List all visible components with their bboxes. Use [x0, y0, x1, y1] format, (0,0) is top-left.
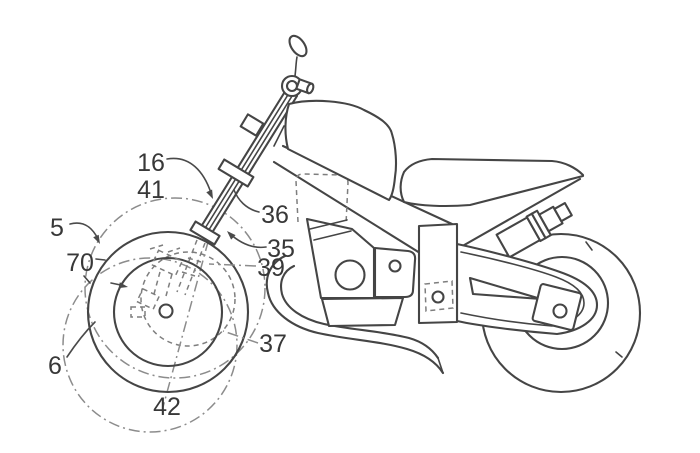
- pivot-hidden-bracket: [424, 280, 454, 312]
- engine-plate-bolt: [388, 259, 402, 273]
- ref-label-70: 70: [66, 249, 94, 277]
- front-tire-tick: [83, 275, 91, 284]
- handlebar-grip-end: [306, 82, 315, 95]
- fork-lower-bracket: [189, 220, 221, 246]
- fork-crossbar: [217, 158, 255, 188]
- exhaust: [265, 254, 445, 375]
- fork-inner-tube-line: [201, 91, 291, 233]
- leader-70-dash: [95, 258, 106, 261]
- seat-tail: [399, 157, 585, 254]
- leader-37: [222, 330, 259, 344]
- pivot-post-outline: [417, 222, 459, 325]
- cylinder-fin-line2: [313, 230, 352, 241]
- crankcase-circle: [334, 259, 366, 291]
- reference-circles: [62, 197, 266, 433]
- front-rim-circle: [112, 256, 224, 368]
- ref-label-6: 6: [48, 352, 62, 380]
- rear-tire-tick2: [615, 351, 623, 358]
- shock-absorber: [495, 202, 573, 259]
- pivot-post: [417, 222, 459, 325]
- ref-label-36: 36: [261, 201, 289, 229]
- leader-arrow-70: [118, 282, 128, 289]
- front-wheel: [83, 230, 250, 394]
- front-axle-circle: [158, 303, 174, 319]
- reference-labels: 16 41 5 70 6 42 36 35 39 37: [48, 149, 295, 421]
- leader-arrow-35: [227, 231, 236, 240]
- leader-arrow-16: [206, 189, 213, 199]
- ref-label-39: 39: [257, 254, 285, 282]
- rear-tire-tick: [585, 241, 593, 251]
- leader-arrow-5: [93, 234, 100, 244]
- engine: [305, 217, 417, 328]
- hub-reference-circle: [140, 251, 236, 347]
- pivot-bolt-circle: [431, 290, 445, 304]
- handlebar-boss-inner: [285, 79, 299, 93]
- fork-inner-tube-line2: [205, 93, 295, 235]
- ref-label-16: 16: [137, 149, 165, 177]
- exhaust-inner-curve: [280, 264, 440, 360]
- fork-upper-bracket: [239, 113, 265, 137]
- swingarm-brace-detail: [468, 276, 543, 301]
- mirror-stalk: [294, 56, 298, 77]
- swingarm: [455, 242, 599, 336]
- hub-steering-mechanism: [130, 239, 206, 319]
- leader-lines: [66, 157, 267, 358]
- leader-16: [166, 157, 212, 194]
- rear-axle-circle: [552, 303, 568, 319]
- tank-outline: [284, 99, 398, 202]
- cylinder-fin-line: [309, 219, 348, 230]
- shock-mount-tab: [553, 202, 573, 223]
- ref-label-35: 35: [267, 235, 295, 263]
- fuel-tank: [284, 99, 398, 202]
- steering-stem-line2: [273, 125, 285, 147]
- ref-label-42: 42: [153, 393, 181, 421]
- steering-reference-circle-lower: [62, 257, 238, 433]
- front-tire-circle: [86, 230, 250, 394]
- frame-spar-bottom-edge: [272, 160, 430, 260]
- handlebar: [280, 74, 315, 98]
- leader-39: [208, 263, 257, 267]
- steering-reference-circle-upper: [84, 197, 266, 379]
- exhaust-outer-curve: [265, 254, 445, 375]
- leader-6: [66, 321, 96, 358]
- swingarm-inner-contour: [460, 251, 585, 327]
- leader-5: [69, 222, 99, 240]
- mirror: [288, 34, 308, 77]
- mirror-glass: [288, 34, 308, 58]
- subframe-line: [450, 177, 582, 254]
- leader-36: [233, 189, 260, 213]
- ref-label-41: 41: [137, 176, 165, 204]
- ref-label-37: 37: [259, 330, 287, 358]
- engine-sump: [320, 296, 405, 328]
- ref-label-5: 5: [50, 214, 64, 242]
- seat-outline: [399, 157, 585, 208]
- exhaust-tip: [437, 357, 444, 374]
